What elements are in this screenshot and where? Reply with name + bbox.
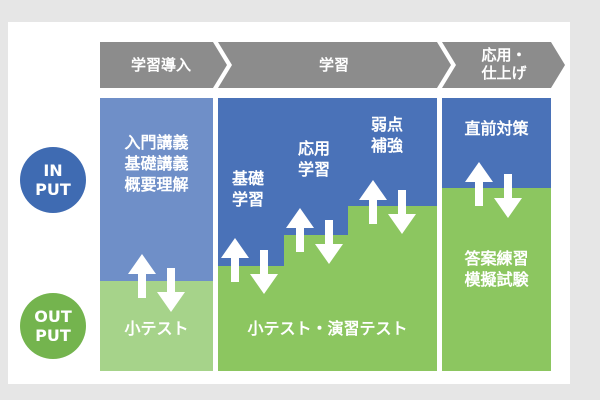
phase-chevrons <box>100 42 565 88</box>
diagram-card: 学習導入 学習 応用・ 仕上げ IN PUT OUT PUT <box>8 22 570 384</box>
arrows <box>128 162 522 312</box>
chevron-study <box>218 42 451 88</box>
step1-label: 基礎 学習 <box>231 169 264 209</box>
step3-up-arrow <box>359 180 387 224</box>
col1-up-arrow <box>128 254 156 298</box>
col1-input-text: 入門講義 基礎講義 概要理解 <box>124 133 189 194</box>
col3-input-text: 直前対策 <box>464 119 529 138</box>
phase-label-study: 学習 <box>318 56 349 74</box>
step2-label: 応用 学習 <box>297 139 330 179</box>
step2-down-arrow <box>315 220 343 264</box>
step2-arrow-pair <box>286 208 343 264</box>
col3-down-arrow <box>494 174 522 218</box>
step1-down-arrow <box>250 250 278 294</box>
column-blocks <box>100 98 551 371</box>
col1-arrow-pair <box>128 254 185 312</box>
step3-arrow-pair <box>359 180 416 234</box>
step3-down-arrow <box>388 190 416 234</box>
output-row-circle: OUT PUT <box>20 293 86 359</box>
step1-arrow-pair <box>221 238 278 294</box>
col3-input-block <box>442 98 551 188</box>
col3-arrow-pair <box>465 162 522 218</box>
step3-label: 弱点 補強 <box>370 115 403 155</box>
col1-down-arrow <box>157 268 185 312</box>
input-row-circle: IN PUT <box>20 147 86 213</box>
col1-input-block <box>100 98 213 281</box>
col2-output-text: 小テスト・演習テスト <box>247 319 408 338</box>
phase-label-intro: 学習導入 <box>130 56 191 74</box>
col3-up-arrow <box>465 162 493 206</box>
col3-output-text: 答案練習 模擬試験 <box>464 249 529 289</box>
step2-up-arrow <box>286 208 314 252</box>
chevron-intro <box>100 42 227 88</box>
col3-output-block <box>442 188 551 371</box>
col1-output-text: 小テスト <box>124 319 189 338</box>
chevron-finish <box>442 42 565 88</box>
step1-up-arrow <box>221 238 249 282</box>
col1-output-block <box>100 281 213 371</box>
phase-label-finish: 応用・ 仕上げ <box>481 46 527 82</box>
col2-output-staircase <box>218 206 437 371</box>
